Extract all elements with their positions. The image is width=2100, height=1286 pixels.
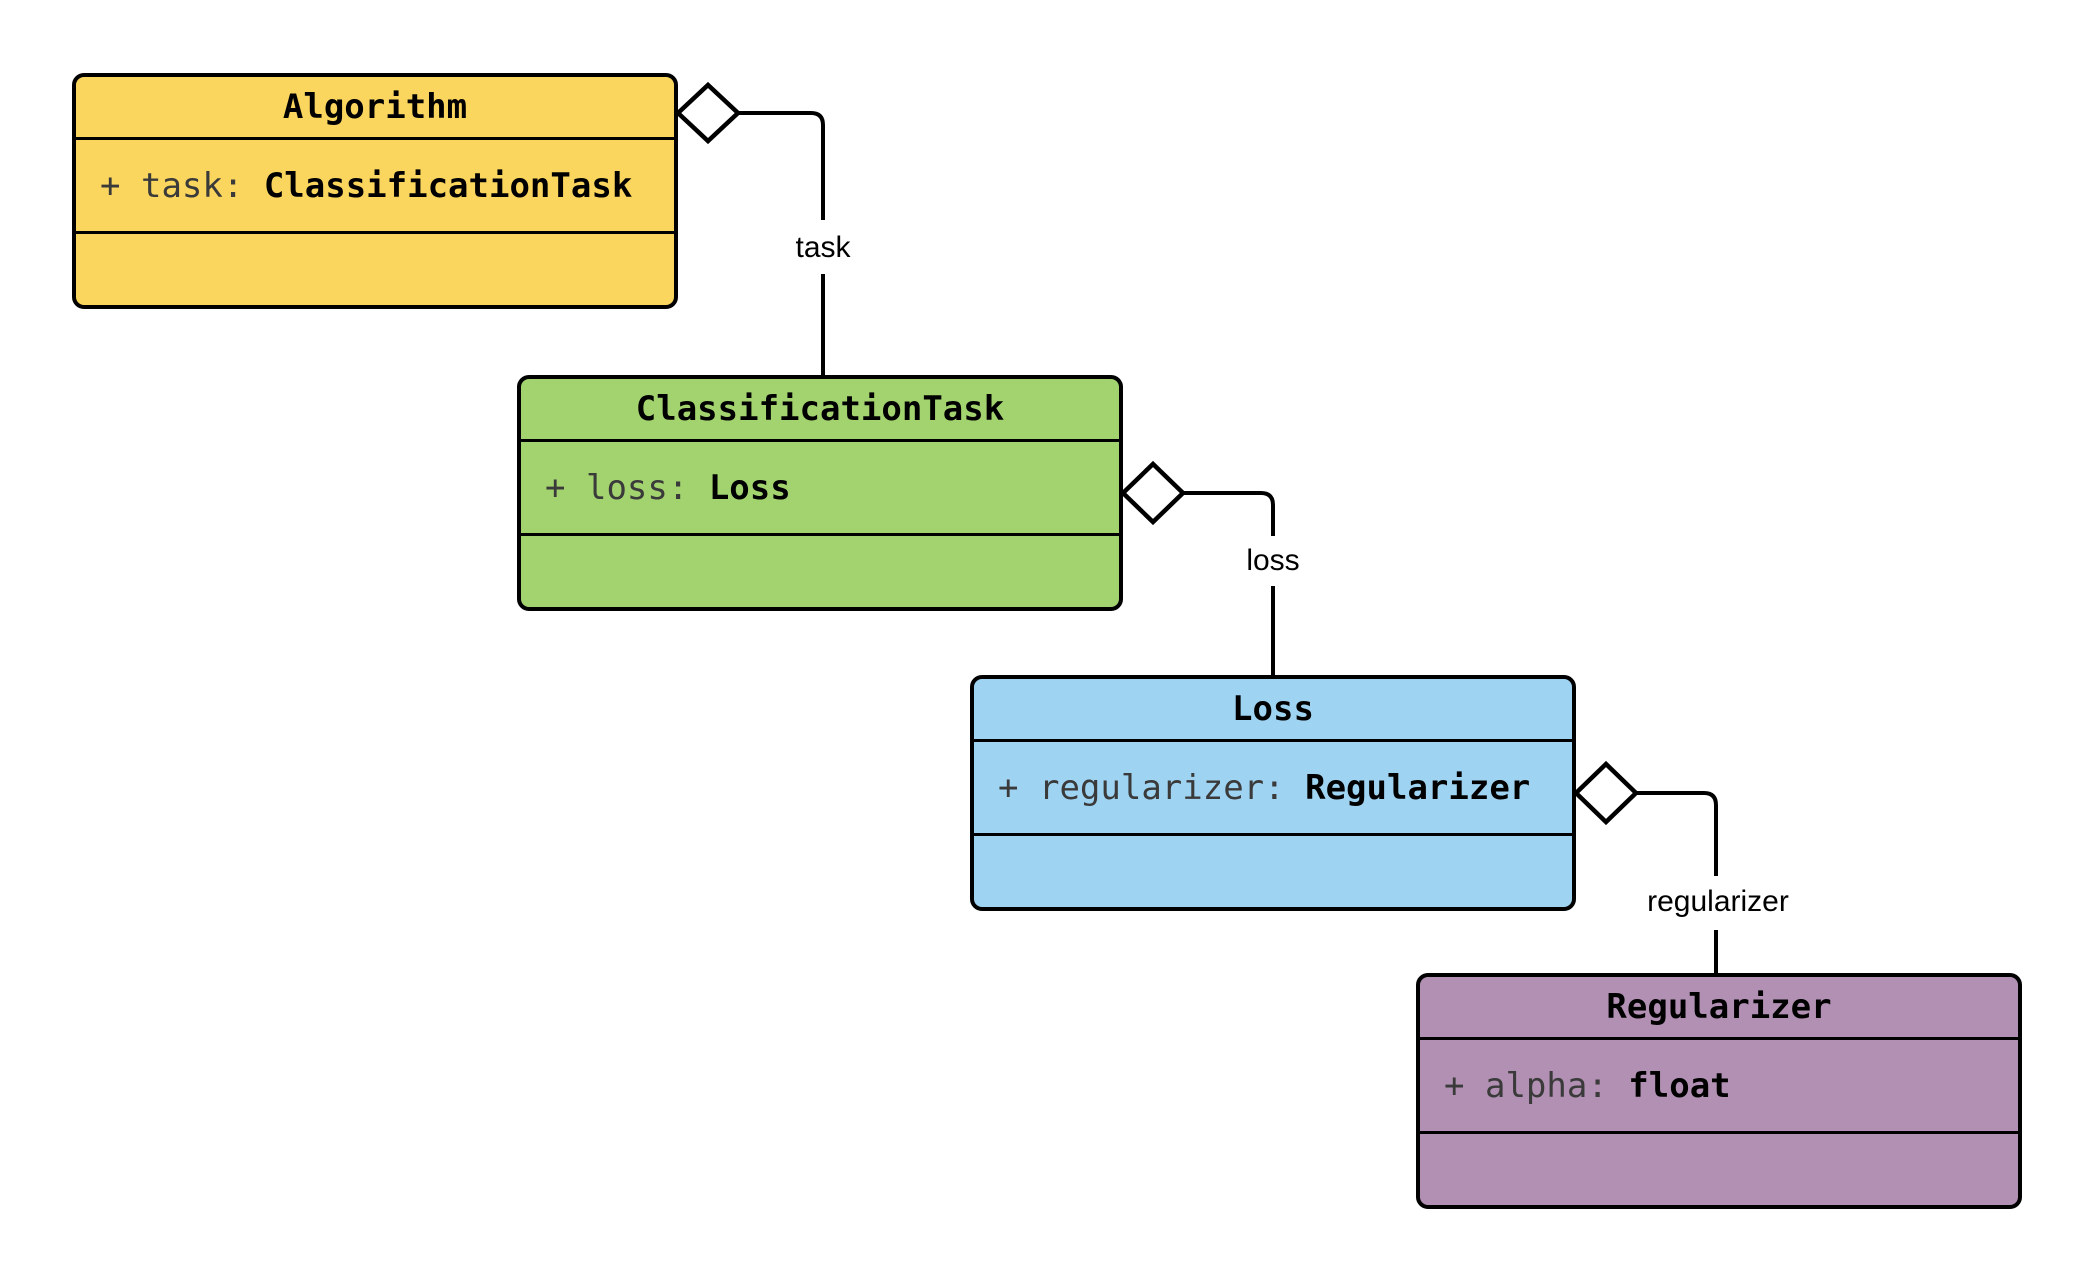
class-title-bar: Loss [974,679,1572,742]
class-name: ClassificationTask [635,389,1005,429]
class-name: Algorithm [282,87,468,127]
class-node-classificationtask: ClassificationTask + loss: Loss [517,375,1123,611]
class-methods-compartment [76,234,674,305]
class-node-algorithm: Algorithm + task: ClassificationTask [72,73,678,309]
class-attributes-compartment: + regularizer: Regularizer [974,742,1572,836]
class-title-bar: Regularizer [1420,977,2018,1040]
class-methods-compartment [1420,1134,2018,1205]
attribute-name: alpha [1484,1065,1588,1106]
attribute-type: float [1628,1065,1731,1106]
attribute-name: loss [585,467,668,508]
class-name: Regularizer [1606,987,1832,1027]
class-title-bar: ClassificationTask [521,379,1119,442]
attribute-separator: : [1264,767,1306,808]
aggregation-edge-regularizer [1636,791,1718,973]
class-node-loss: Loss + regularizer: Regularizer [970,675,1576,911]
attribute-visibility: + [998,767,1019,808]
attribute-visibility: + [1444,1065,1465,1106]
attribute-separator: : [1587,1065,1629,1106]
class-name: Loss [1232,689,1314,729]
aggregation-diamond-icon [674,81,742,145]
attribute-separator: : [667,467,709,508]
class-attributes-compartment: + loss: Loss [521,442,1119,536]
class-attributes-compartment: + task: ClassificationTask [76,140,674,234]
edge-label-task: task [795,231,851,264]
class-node-regularizer: Regularizer + alpha: float [1416,973,2022,1209]
class-title-bar: Algorithm [76,77,674,140]
class-methods-compartment [521,536,1119,607]
attribute-name: task [140,165,223,206]
attribute-separator: : [222,165,264,206]
attribute-type: Regularizer [1305,767,1531,808]
aggregation-edge-loss [1183,491,1275,675]
edge-label-regularizer: regularizer [1647,885,1789,918]
edge-label-loss: loss [1246,544,1299,577]
aggregation-diamond-icon [1572,760,1640,826]
class-attributes-compartment: + alpha: float [1420,1040,2018,1134]
attribute-type: Loss [708,467,791,508]
attribute-visibility: + [545,467,566,508]
aggregation-diamond-icon [1119,460,1187,526]
aggregation-edge-task [738,111,825,375]
class-methods-compartment [974,836,1572,907]
attribute-name: regularizer [1038,767,1265,808]
attribute-visibility: + [100,165,121,206]
attribute-type: ClassificationTask [263,165,633,206]
